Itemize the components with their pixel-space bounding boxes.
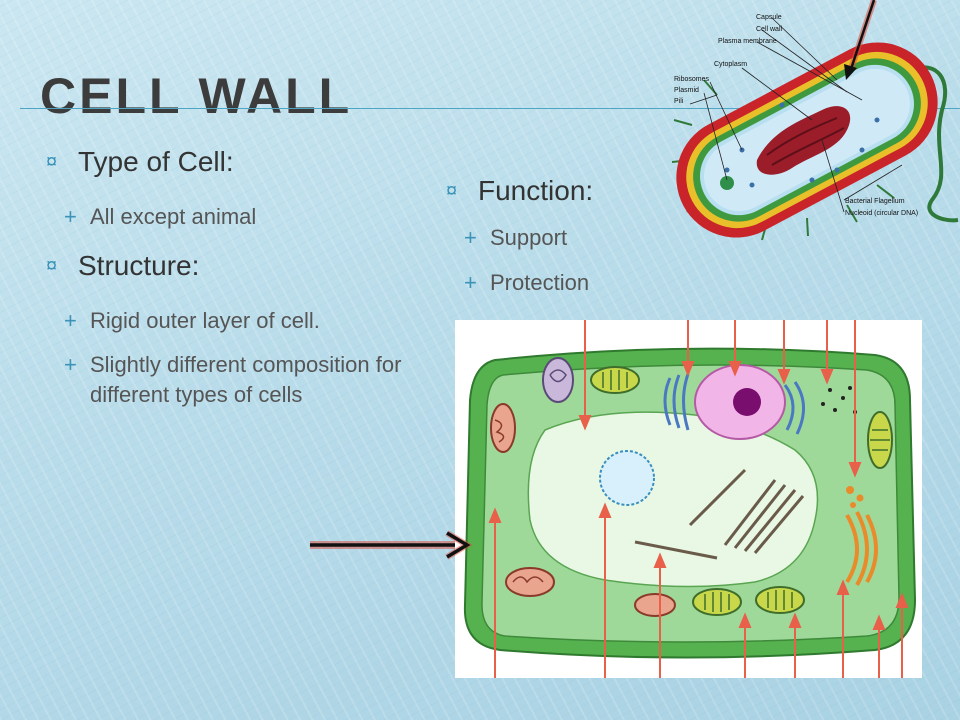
bacterial-pointer-arrow <box>844 0 877 80</box>
structure-heading-text: Structure: <box>78 250 200 281</box>
structure-heading: ¤ Structure: <box>40 250 460 282</box>
bacterial-label-pili: Pili <box>674 98 684 105</box>
bacterial-cell-diagram: Capsule Cell wall Plasma membrane Cytopl… <box>671 0 959 241</box>
bacterial-label-plasma-membrane: Plasma membrane <box>718 38 777 45</box>
structure-item: + Rigid outer layer of cell. <box>40 306 460 336</box>
mitochondria <box>490 403 676 617</box>
right-column: ¤ Function: + Support + Protection <box>440 175 680 298</box>
bacterial-label-ribosomes: Ribosomes <box>674 76 710 83</box>
function-heading-text: Function: <box>478 175 594 206</box>
plus-bullet-icon: + <box>464 225 477 250</box>
plus-bullet-icon: + <box>64 308 77 333</box>
plus-bullet-icon: + <box>64 352 77 377</box>
plus-bullet-icon: + <box>64 204 77 229</box>
currency-sign-bullet-icon: ¤ <box>446 180 458 202</box>
function-item: + Support <box>440 223 680 253</box>
bacterial-label-capsule: Capsule <box>756 14 782 21</box>
cell-wall-pointer-arrow <box>310 530 473 560</box>
bacterial-label-nucleoid: Nucleoid (circular DNA) <box>845 210 918 217</box>
currency-sign-bullet-icon: ¤ <box>46 255 58 277</box>
type-heading: ¤ Type of Cell: <box>40 146 460 178</box>
type-item: + All except animal <box>40 202 460 232</box>
function-item-text: Support <box>490 225 568 250</box>
slide-title: Cell Wall <box>40 68 353 124</box>
type-item-text: All except animal <box>90 204 257 229</box>
plant-cell-diagram <box>455 320 922 678</box>
function-item: + Protection <box>440 268 680 298</box>
type-heading-text: Type of Cell: <box>78 146 234 177</box>
left-column: ¤ Type of Cell: + All except animal ¤ St… <box>40 146 460 410</box>
function-item-text: Protection <box>490 270 590 295</box>
bacterial-label-cell-wall: Cell wall <box>756 26 783 33</box>
chloroplasts <box>590 366 893 616</box>
structure-item-text: Rigid outer layer of cell. <box>90 308 320 333</box>
currency-sign-bullet-icon: ¤ <box>46 151 58 173</box>
bacterial-label-cytoplasm: Cytoplasm <box>714 61 747 68</box>
title-underline <box>20 108 960 109</box>
bacterial-label-flagellum: Bacterial Flagellum <box>845 198 905 205</box>
plus-bullet-icon: + <box>464 270 477 295</box>
bacterial-label-plasmid: Plasmid <box>674 87 699 94</box>
structure-item-text: Slightly different composition for diffe… <box>90 352 402 407</box>
structure-item: + Slightly different composition for dif… <box>40 350 450 410</box>
function-heading: ¤ Function: <box>440 175 680 207</box>
